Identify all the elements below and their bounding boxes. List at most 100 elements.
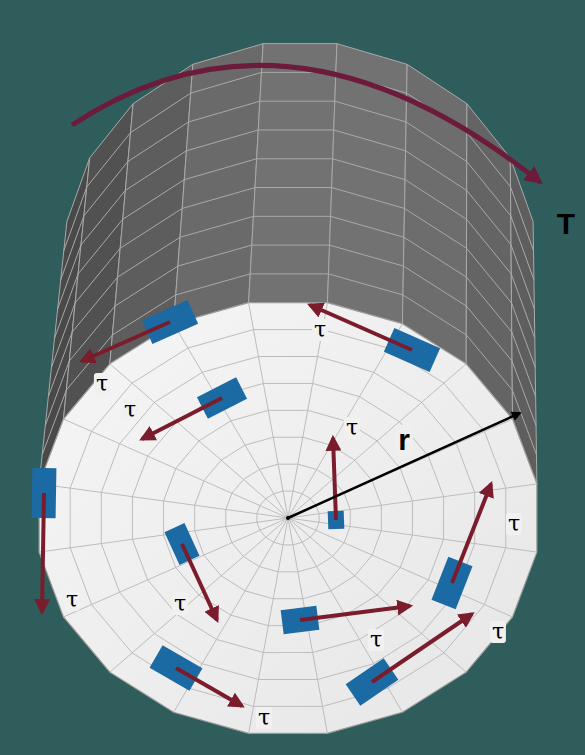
grid-line: [467, 190, 511, 245]
stress-label: τ: [256, 707, 272, 729]
section-spoke: [63, 518, 288, 617]
grid-line: [331, 216, 404, 237]
stress-arrow: [310, 305, 412, 350]
radius-label: r: [395, 425, 413, 455]
grid-line: [466, 306, 512, 361]
grid-line: [512, 332, 536, 396]
grid-line: [78, 219, 123, 274]
section-spoke: [249, 303, 288, 518]
grid-line: [258, 129, 334, 130]
stress-label: τ: [64, 589, 80, 611]
section-spoke: [288, 324, 402, 518]
section-ring: [101, 357, 474, 680]
grid-line: [180, 216, 253, 237]
stress-arrow: [82, 322, 170, 361]
section-spoke: [249, 518, 288, 733]
grid-line: [87, 133, 131, 187]
grid-line: [64, 187, 87, 251]
shear-stress: [32, 300, 491, 706]
stress-label: τ: [172, 593, 188, 615]
cross-section: [39, 303, 537, 734]
section-spoke: [110, 518, 288, 672]
stress-label: τ: [344, 417, 360, 439]
grid-line: [406, 122, 467, 162]
grid-line: [467, 161, 511, 215]
grid-line: [61, 216, 84, 280]
grid-line: [178, 245, 252, 266]
stress-label: τ: [506, 513, 522, 535]
grid-line: [182, 188, 255, 209]
torque-arrow: [72, 65, 540, 182]
grid-line: [467, 133, 511, 187]
grid-line: [333, 159, 405, 180]
grid-line: [115, 266, 178, 306]
section-spoke: [288, 303, 327, 518]
grid-line: [511, 216, 534, 280]
grid-line: [405, 180, 467, 220]
grid-line: [250, 273, 328, 274]
grid-line: [512, 303, 536, 367]
section-ring: [70, 330, 506, 707]
stress-arrow: [42, 493, 44, 612]
grid-line: [191, 72, 262, 93]
grid-line: [511, 245, 534, 309]
grid-line: [511, 187, 534, 251]
section-spoke: [174, 324, 288, 518]
grid-line: [253, 216, 330, 217]
section-spoke: [288, 518, 513, 617]
shaft-facet: [249, 44, 337, 303]
grid-line: [332, 188, 405, 209]
grid-line: [131, 93, 191, 132]
section-spoke: [63, 419, 288, 518]
grid-line: [75, 248, 120, 303]
grid-line: [69, 306, 115, 361]
torque-label: T: [557, 209, 575, 239]
stress-label: τ: [312, 319, 328, 341]
stress-label: τ: [368, 629, 384, 651]
stress-arrow: [300, 606, 410, 620]
center-point: [286, 516, 290, 520]
grid-line: [260, 101, 335, 102]
grid-line: [405, 208, 467, 248]
grid-line: [118, 237, 180, 277]
grid-line: [403, 295, 466, 335]
grid-line: [334, 130, 406, 151]
section-spoke: [110, 364, 288, 518]
grid-line: [404, 237, 466, 277]
grid-line: [328, 274, 402, 295]
stress-arrow: [372, 614, 472, 682]
grid-line: [189, 101, 260, 122]
stress-arrow: [142, 398, 222, 439]
stress-arrow: [176, 668, 242, 706]
grid-line: [252, 245, 330, 246]
stress-label: τ: [94, 373, 110, 395]
grid-line: [176, 274, 250, 295]
grid-line: [466, 277, 511, 332]
grid-line: [511, 274, 535, 338]
grid-line: [466, 248, 511, 303]
grid-line: [72, 277, 117, 332]
grid-line: [255, 187, 332, 188]
grid-line: [257, 158, 333, 159]
grid-line: [84, 161, 128, 215]
section-face: [39, 303, 537, 734]
section-spoke: [39, 518, 288, 552]
grid-line: [467, 219, 512, 274]
grid-line: [406, 151, 467, 191]
grid-line: [330, 245, 404, 266]
grid-line: [81, 190, 125, 245]
grid-line: [184, 159, 256, 180]
stress-arrow: [452, 484, 491, 583]
grid-line: [403, 266, 466, 306]
grid-line: [186, 130, 258, 151]
section-spoke: [288, 364, 466, 518]
section-spoke: [39, 484, 288, 518]
stress-label: τ: [122, 399, 138, 421]
radius-line: [288, 413, 520, 518]
stress-label: τ: [490, 621, 506, 643]
grid-line: [335, 101, 406, 122]
stress-arrow: [333, 438, 336, 520]
shaft-facet: [402, 64, 466, 364]
section-spoke: [288, 518, 537, 552]
